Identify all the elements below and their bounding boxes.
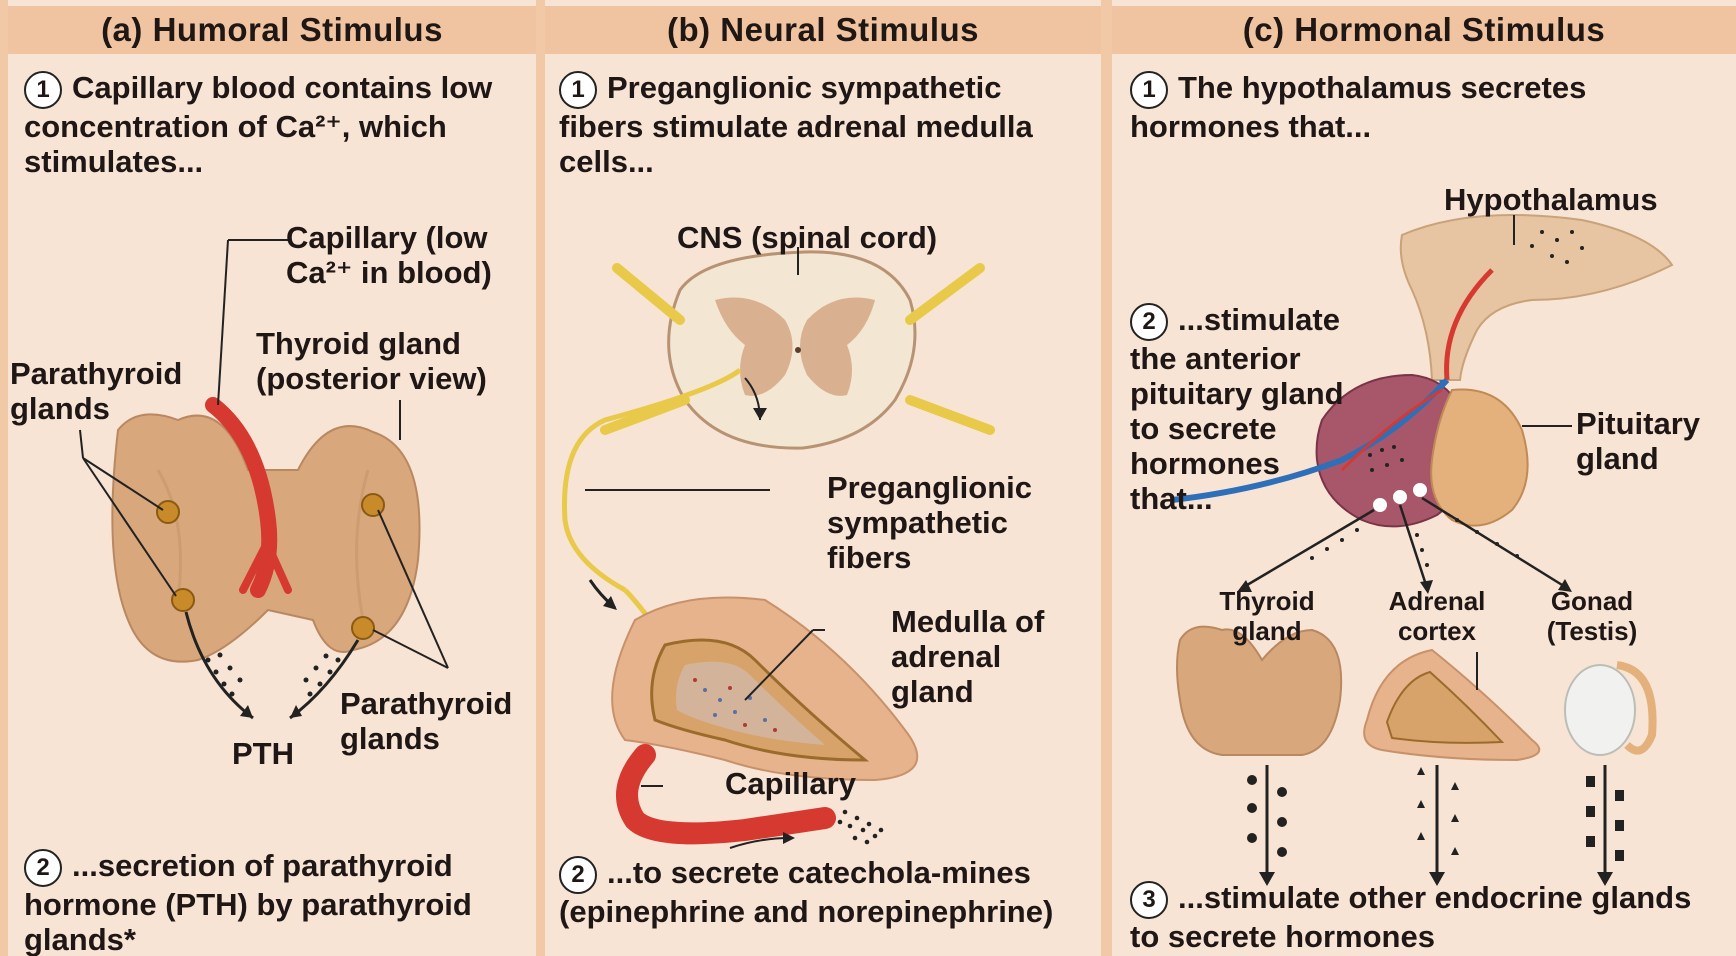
label-cns: CNS (spinal cord) bbox=[677, 220, 937, 255]
label-pituitary-gland: Pituitary gland bbox=[1576, 406, 1700, 476]
step-number: 3 bbox=[1130, 881, 1168, 919]
label-target-gonad: Gonad (Testis) bbox=[1532, 586, 1652, 646]
label-pth: PTH bbox=[232, 736, 294, 771]
step-text-line: to secrete bbox=[1130, 411, 1370, 446]
step-text-line: hormones bbox=[1130, 446, 1370, 481]
label-adrenal-medulla: Medulla of adrenal gland bbox=[891, 604, 1044, 709]
label-line: Parathyroid bbox=[10, 356, 182, 391]
step-2-neural: 2...to secrete catechola-mines (epinephr… bbox=[559, 855, 1089, 929]
panel-hormonal: (c) Hormonal Stimulus 1The hypothalamus … bbox=[1112, 0, 1736, 956]
label-target-thyroid: Thyroid gland bbox=[1212, 586, 1322, 646]
step-number: 2 bbox=[559, 856, 597, 894]
label-line: Gonad bbox=[1532, 586, 1652, 616]
label-line: Thyroid bbox=[1212, 586, 1322, 616]
label-line: Medulla of bbox=[891, 604, 1044, 639]
label-line: gland bbox=[1212, 616, 1322, 646]
label-line: glands bbox=[10, 391, 182, 426]
step-2-humoral: 2...secretion of parathyroid hormone (PT… bbox=[24, 848, 524, 956]
step-text-line: ...stimulate bbox=[1178, 302, 1340, 337]
step-text-line: pituitary gland bbox=[1130, 376, 1370, 411]
step-text: ...stimulate other endocrine glands to s… bbox=[1130, 880, 1691, 954]
label-line: Parathyroid bbox=[340, 686, 512, 721]
label-line: Adrenal bbox=[1372, 586, 1502, 616]
label-line: glands bbox=[340, 721, 512, 756]
label-parathyroid-left: Parathyroid glands bbox=[10, 356, 182, 426]
step-3-hormonal: 3...stimulate other endocrine glands to … bbox=[1130, 880, 1720, 954]
label-line: (Testis) bbox=[1532, 616, 1652, 646]
step-number: 2 bbox=[24, 849, 62, 887]
label-preganglionic-fibers: Preganglionic sympathetic fibers bbox=[827, 470, 1032, 575]
panel-neural: (b) Neural Stimulus 1Preganglionic sympa… bbox=[545, 0, 1101, 956]
label-line: Thyroid gland bbox=[256, 326, 487, 361]
label-capillary-low-ca: Capillary (low Ca²⁺ in blood) bbox=[286, 220, 492, 290]
label-capillary-b: Capillary bbox=[725, 766, 856, 801]
step-text: ...to secrete catechola-mines (epinephri… bbox=[559, 855, 1053, 929]
step-text-line: that... bbox=[1130, 481, 1370, 516]
label-line: cortex bbox=[1372, 616, 1502, 646]
label-line: sympathetic bbox=[827, 505, 1032, 540]
label-line: Ca²⁺ in blood) bbox=[286, 255, 492, 290]
step-text-line: the anterior bbox=[1130, 341, 1370, 376]
label-line: fibers bbox=[827, 540, 1032, 575]
label-line: gland bbox=[1576, 441, 1700, 476]
label-parathyroid-right: Parathyroid glands bbox=[340, 686, 512, 756]
step-text: ...secretion of parathyroid hormone (PTH… bbox=[24, 848, 472, 956]
label-line: Capillary (low bbox=[286, 220, 492, 255]
label-line: gland bbox=[891, 674, 1044, 709]
label-line: (posterior view) bbox=[256, 361, 487, 396]
thyroid-illustration bbox=[8, 0, 536, 956]
label-line: adrenal bbox=[891, 639, 1044, 674]
panel-humoral: (a) Humoral Stimulus 1Capillary blood co… bbox=[8, 0, 536, 956]
label-line: Preganglionic bbox=[827, 470, 1032, 505]
step-2-hormonal: 2 ...stimulate the anterior pituitary gla… bbox=[1130, 302, 1370, 516]
label-thyroid-gland: Thyroid gland (posterior view) bbox=[256, 326, 487, 396]
label-hypothalamus: Hypothalamus bbox=[1444, 182, 1658, 217]
label-line: Pituitary bbox=[1576, 406, 1700, 441]
step-number: 2 bbox=[1130, 303, 1168, 341]
label-target-adrenal-cortex: Adrenal cortex bbox=[1372, 586, 1502, 646]
